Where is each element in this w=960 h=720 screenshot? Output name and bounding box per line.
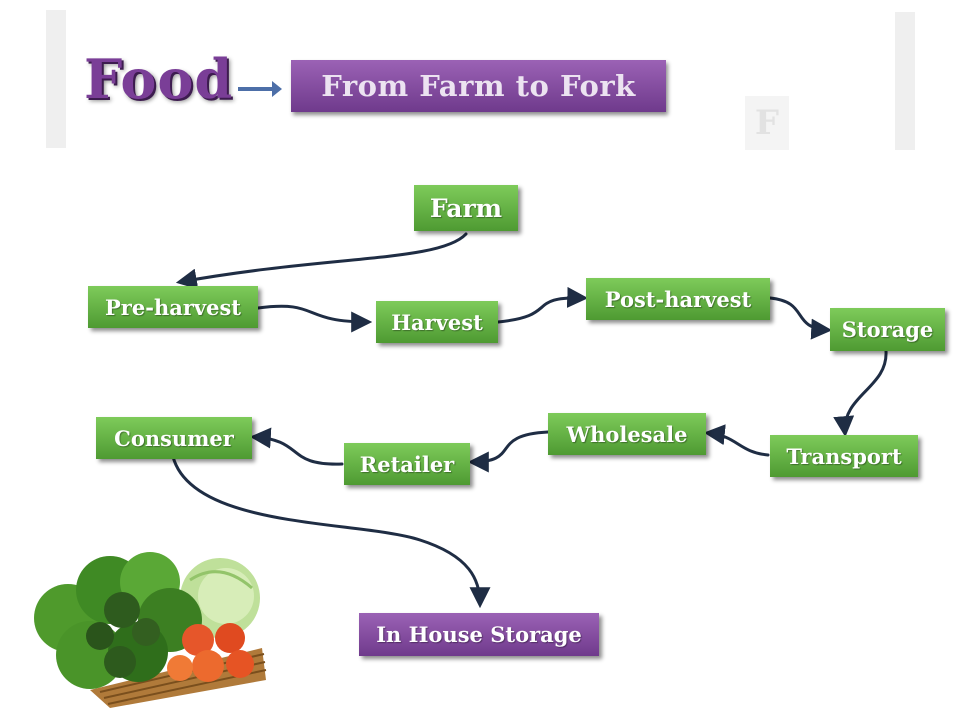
edge-farm-preharvest xyxy=(175,232,468,290)
decorative-bar-right xyxy=(895,12,915,150)
node-pre-harvest: Pre-harvest xyxy=(88,286,258,328)
ghost-letter: F xyxy=(745,96,789,150)
edge-wholesale-retailer xyxy=(467,430,550,473)
edge-harvest-postharvest xyxy=(496,286,589,324)
node-farm: Farm xyxy=(414,185,518,231)
node-retailer: Retailer xyxy=(344,443,470,485)
subtitle-banner: From Farm to Fork xyxy=(291,60,666,112)
node-wholesale: Wholesale xyxy=(548,413,706,455)
edge-preharvest-harvest xyxy=(256,304,373,333)
edge-transport-wholesale xyxy=(703,424,770,457)
node-in-house-storage: In House Storage xyxy=(359,613,599,656)
decorative-bar-left xyxy=(46,10,66,148)
edge-postharvest-storage xyxy=(768,296,833,340)
node-harvest: Harvest xyxy=(376,301,498,343)
page-title: Food xyxy=(84,47,234,111)
node-post-harvest: Post-harvest xyxy=(586,278,770,320)
edge-consumer-inhousestorage xyxy=(170,450,491,609)
node-consumer: Consumer xyxy=(96,417,252,459)
title-arrow-icon xyxy=(238,81,282,97)
node-transport: Transport xyxy=(770,435,918,477)
vegetable-basket-image xyxy=(34,552,267,708)
node-storage: Storage xyxy=(830,308,945,351)
edge-storage-transport xyxy=(833,349,888,438)
edge-retailer-consumer xyxy=(249,427,344,466)
